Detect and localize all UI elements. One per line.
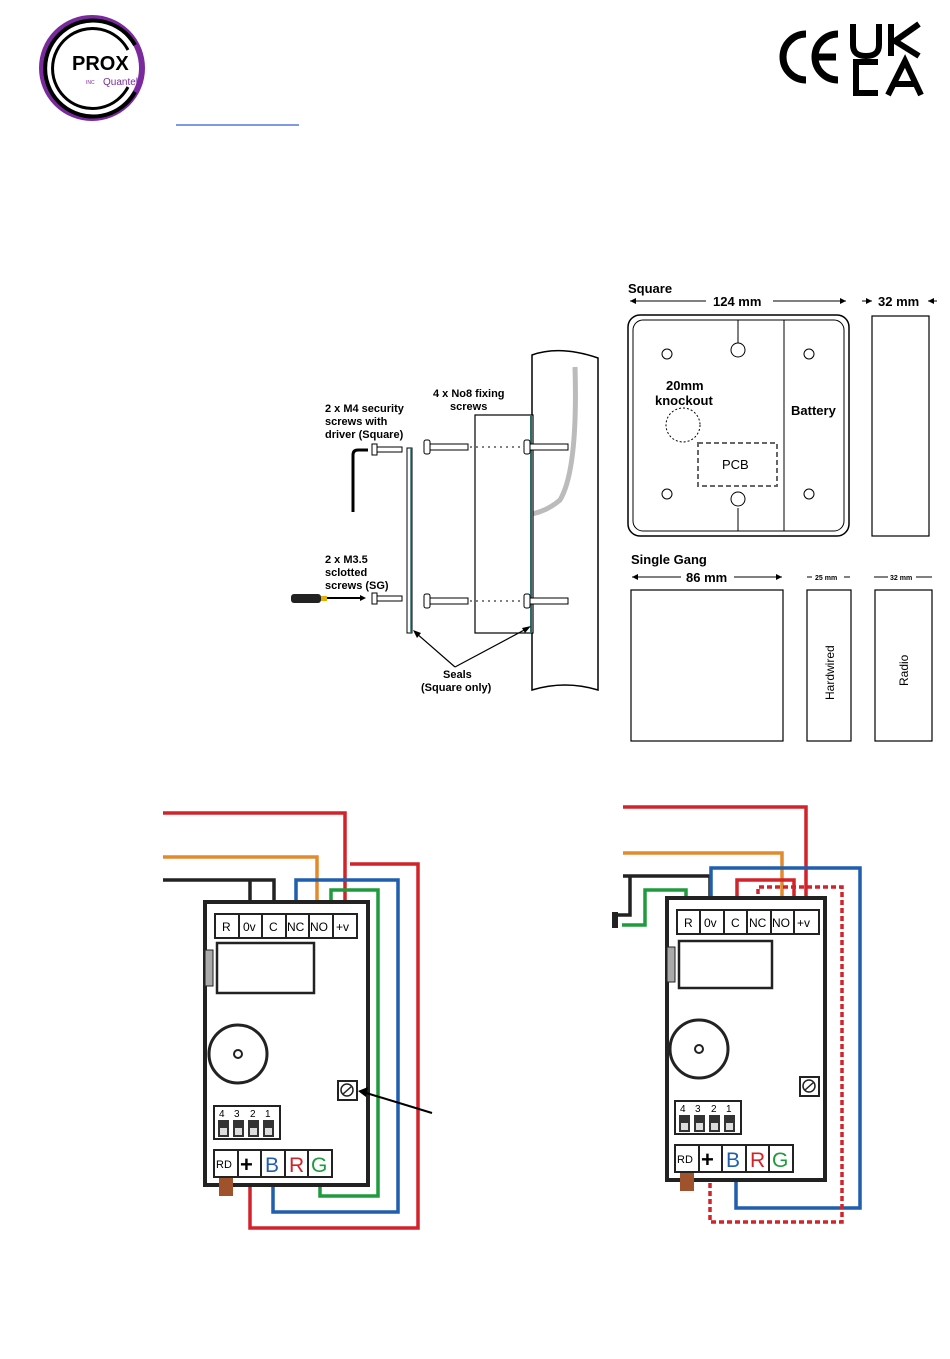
- single-gang-dimensions: Single Gang 86 mm 25 mm 32 mm Hardwired …: [631, 552, 932, 741]
- mounting-diagram: 4 x No8 fixing screws 2 x M4 security sc…: [291, 351, 598, 694]
- term-left-c: C: [269, 920, 278, 934]
- term-left-plus: +: [240, 1152, 253, 1177]
- term-right-rd: RD: [677, 1154, 693, 1166]
- square-dimensions: Square 124 mm 32 mm PCB 20mm knockout Ba…: [628, 281, 937, 536]
- term-left-b: B: [265, 1154, 279, 1177]
- prox-logo: PROX Quantek INC: [42, 18, 142, 118]
- term-right-0v: 0v: [704, 916, 717, 930]
- dip-num-left-2: 2: [250, 1109, 256, 1120]
- top-terminal-block-right: R 0v C NC NO +v: [677, 910, 819, 934]
- term-left-no: NO: [310, 920, 328, 934]
- radio-label: Radio: [897, 654, 911, 686]
- fixing-screws-label-2: screws: [450, 401, 487, 413]
- term-left-0v: 0v: [243, 920, 256, 934]
- ukca-mark: [853, 24, 921, 95]
- single-gang-width: 86 mm: [686, 570, 727, 585]
- logo-inc: INC: [86, 80, 95, 86]
- hardwired-label: Hardwired: [823, 645, 837, 700]
- knockout-label-1: 20mm: [666, 378, 704, 393]
- bottom-terminal-block-left: RD + B R G: [214, 1150, 332, 1177]
- slotted-screws-label-3: screws (SG): [325, 580, 389, 592]
- term-left-r: R: [222, 920, 231, 934]
- battery-label: Battery: [791, 403, 837, 418]
- pcb-label: PCB: [722, 457, 749, 472]
- dip-num-left-1: 1: [265, 1109, 271, 1120]
- fixing-screws-label-1: 4 x No8 fixing: [433, 388, 505, 400]
- term-right-nc: NC: [749, 916, 767, 930]
- slotted-screws-label-2: sclotted: [325, 567, 367, 579]
- term-right-r-bottom: R: [750, 1149, 765, 1172]
- square-title: Square: [628, 281, 672, 296]
- term-left-nc: NC: [287, 920, 305, 934]
- top-terminal-block-left: R 0v C NC NO +v: [215, 914, 357, 938]
- seals-label-1: Seals: [443, 669, 472, 681]
- term-right-c: C: [731, 916, 740, 930]
- wiring-diagram-right: 4 3 2 1 R 0v C NC NO +v RD + B: [612, 807, 860, 1222]
- dip-num-right-4: 4: [680, 1104, 686, 1115]
- dip-num-left-3: 3: [234, 1109, 240, 1120]
- hardwired-depth: 25 mm: [815, 575, 837, 582]
- term-right-r: R: [684, 916, 693, 930]
- slotted-screws-label-1: 2 x M3.5: [325, 554, 368, 566]
- security-screws-label-3: driver (Square): [325, 429, 404, 441]
- wiring-diagram-left: 4 3 2 1 R 0v C NC NO +v RD + B: [163, 813, 432, 1228]
- ce-mark: [783, 34, 838, 80]
- dip-num-right-1: 1: [726, 1104, 732, 1115]
- term-left-r-bottom: R: [289, 1154, 304, 1177]
- knockout-label-2: knockout: [655, 393, 713, 408]
- single-gang-title: Single Gang: [631, 552, 707, 567]
- radio-depth: 32 mm: [890, 575, 912, 582]
- term-right-v: +v: [797, 916, 810, 930]
- term-right-g: G: [772, 1149, 788, 1172]
- square-width: 124 mm: [713, 294, 761, 309]
- term-right-no: NO: [772, 916, 790, 930]
- dip-num-right-3: 3: [695, 1104, 701, 1115]
- square-depth: 32 mm: [878, 294, 919, 309]
- security-screws-label-2: screws with: [325, 416, 388, 428]
- term-left-rd: RD: [216, 1159, 232, 1171]
- dip-num-right-2: 2: [711, 1104, 717, 1115]
- logo-main: PROX: [72, 53, 129, 75]
- seals-label-2: (Square only): [421, 682, 492, 694]
- term-right-b: B: [726, 1149, 740, 1172]
- term-left-g: G: [311, 1154, 327, 1177]
- term-left-v: +v: [336, 920, 349, 934]
- term-right-plus: +: [701, 1147, 714, 1172]
- security-screws-label-1: 2 x M4 security: [325, 403, 405, 415]
- logo-sub: Quantek: [103, 77, 142, 88]
- dip-num-left-4: 4: [219, 1109, 225, 1120]
- bottom-terminal-block-right: RD + B R G: [675, 1145, 793, 1172]
